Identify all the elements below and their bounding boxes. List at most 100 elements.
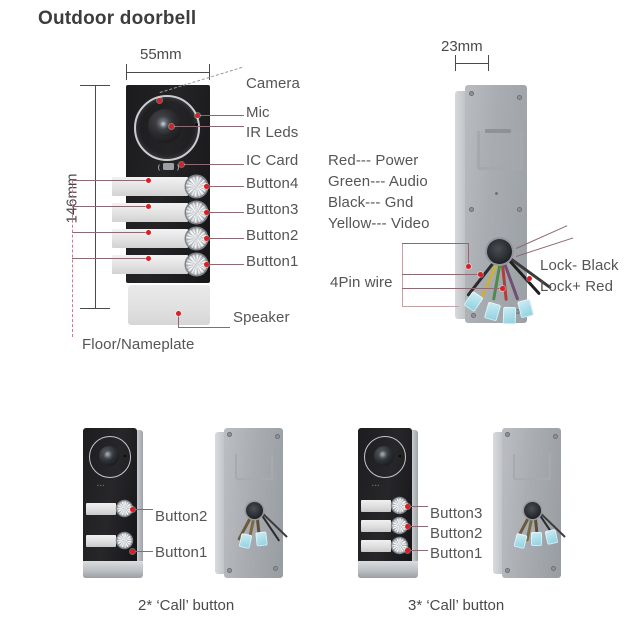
label-ic-card: IC Card bbox=[246, 152, 299, 169]
legend-black-gnd: Black--- Gnd bbox=[328, 194, 414, 211]
nameplate-leader-2 bbox=[72, 206, 148, 207]
call-button-2[interactable] bbox=[186, 228, 207, 249]
call-button-2[interactable] bbox=[117, 501, 132, 516]
variant-three-call-back bbox=[493, 428, 566, 578]
variant2-button2-dot bbox=[405, 524, 410, 529]
nameplate-dot-1 bbox=[146, 178, 151, 183]
call-button-4[interactable] bbox=[186, 176, 207, 197]
nameplate-bracket bbox=[72, 180, 73, 337]
nameplate-strip bbox=[112, 229, 188, 248]
variant1-button1-dot bbox=[130, 549, 135, 554]
screw-hole bbox=[469, 91, 474, 96]
chrome-edge bbox=[133, 430, 143, 576]
camera-glass bbox=[160, 121, 169, 130]
variant-two-call-back bbox=[215, 428, 288, 578]
call-button-1[interactable] bbox=[186, 254, 207, 275]
label-button2: Button2 bbox=[246, 227, 299, 244]
variant-two-call-front: ▪▪▪ bbox=[83, 428, 145, 578]
nameplate-strip bbox=[112, 203, 188, 222]
call-button-3[interactable] bbox=[392, 498, 407, 513]
ic-card-dot bbox=[179, 162, 184, 167]
label-button3: Button3 bbox=[246, 201, 299, 218]
call-button-2[interactable] bbox=[392, 518, 407, 533]
ir-leds-dot bbox=[169, 124, 174, 129]
label-speaker: Speaker bbox=[233, 309, 290, 326]
variant2-button1-leader bbox=[410, 550, 428, 551]
back-side-wall bbox=[493, 432, 504, 574]
wall-bracket bbox=[235, 454, 273, 480]
nameplate-strip bbox=[112, 177, 188, 196]
label-ir-leds: IR Leds bbox=[246, 124, 299, 141]
button2-dot bbox=[204, 236, 209, 241]
camera-ring bbox=[89, 436, 131, 478]
speaker-leader bbox=[178, 327, 230, 328]
ic-card-leader bbox=[182, 164, 244, 165]
variant2-label-button2: Button2 bbox=[430, 525, 483, 542]
back-side-wall bbox=[215, 432, 226, 574]
call-button-3[interactable] bbox=[186, 202, 207, 223]
mic-dot bbox=[195, 113, 200, 118]
mic-hole bbox=[399, 455, 401, 457]
label-mic: Mic bbox=[246, 104, 270, 121]
button1-leader bbox=[210, 264, 244, 265]
nameplate-leader-1 bbox=[72, 180, 148, 181]
call-button-1[interactable] bbox=[392, 538, 407, 553]
main-doorbell-front bbox=[112, 85, 210, 325]
brand-logo: ▪▪▪ bbox=[97, 483, 106, 489]
legend-green-audio: Green--- Audio bbox=[328, 173, 428, 190]
pin-dot-4 bbox=[527, 276, 532, 281]
screw-hole bbox=[227, 568, 232, 573]
nameplate-dot-3 bbox=[146, 230, 151, 235]
brand-logo: ▪▪▪ bbox=[372, 483, 381, 489]
screw-hole bbox=[517, 207, 522, 212]
screw-hole bbox=[551, 566, 556, 571]
pin-leader-1 bbox=[402, 243, 468, 244]
variant-three-call-front: ▪▪▪ bbox=[358, 428, 420, 578]
width-dimension-label: 55mm bbox=[140, 46, 182, 63]
wire-connector bbox=[255, 531, 268, 547]
mic-hole bbox=[124, 455, 126, 457]
screw-hole bbox=[515, 309, 520, 314]
cable-grommet bbox=[246, 502, 263, 519]
label-lock-negative: Lock- Black bbox=[540, 257, 619, 274]
wire-connector bbox=[502, 306, 517, 325]
variant1-button1-leader bbox=[135, 551, 153, 552]
speaker-panel bbox=[128, 285, 210, 325]
speaker-base bbox=[83, 561, 143, 578]
wire-connector bbox=[531, 532, 542, 546]
screw-hole bbox=[227, 432, 232, 437]
screw-hole bbox=[505, 568, 510, 573]
height-dim-tick-top bbox=[80, 85, 110, 86]
depth-dimension-label: 23mm bbox=[441, 38, 483, 55]
pin-dot-2 bbox=[478, 272, 483, 277]
screw-hole bbox=[273, 566, 278, 571]
variant1-button2-leader bbox=[135, 509, 153, 510]
variant-three-call-caption: 3* ‘Call’ button bbox=[408, 597, 505, 614]
depth-dim-tick-right bbox=[488, 55, 489, 71]
screw-hole bbox=[471, 313, 476, 318]
camera-ring bbox=[134, 95, 200, 161]
pin-leader-vert bbox=[468, 243, 469, 267]
variant-two-call-caption: 2* ‘Call’ button bbox=[138, 597, 235, 614]
label-lock-positive: Lock+ Red bbox=[540, 278, 614, 295]
nameplate-dot-2 bbox=[146, 204, 151, 209]
back-side-wall bbox=[455, 91, 467, 319]
ic-card-icon bbox=[156, 161, 179, 172]
camera-ring bbox=[364, 436, 406, 478]
screw-hole bbox=[469, 207, 474, 212]
label-camera: Camera bbox=[246, 75, 300, 92]
variant2-button2-leader bbox=[410, 526, 428, 527]
variant1-label-button2: Button2 bbox=[155, 508, 208, 525]
depth-dim-tick-left bbox=[455, 55, 456, 71]
pin-dot-1 bbox=[466, 264, 471, 269]
label-floor-nameplate: Floor/Nameplate bbox=[82, 336, 195, 353]
depth-dim-line bbox=[455, 63, 489, 64]
button1-dot bbox=[204, 262, 209, 267]
wire-connector bbox=[517, 298, 534, 319]
nameplate-leader-4 bbox=[72, 258, 148, 259]
call-button-1[interactable] bbox=[117, 533, 132, 548]
back-small-hole bbox=[495, 192, 498, 195]
wall-bracket bbox=[477, 131, 523, 170]
variant2-label-button3: Button3 bbox=[430, 505, 483, 522]
nameplate-strip bbox=[86, 535, 116, 547]
